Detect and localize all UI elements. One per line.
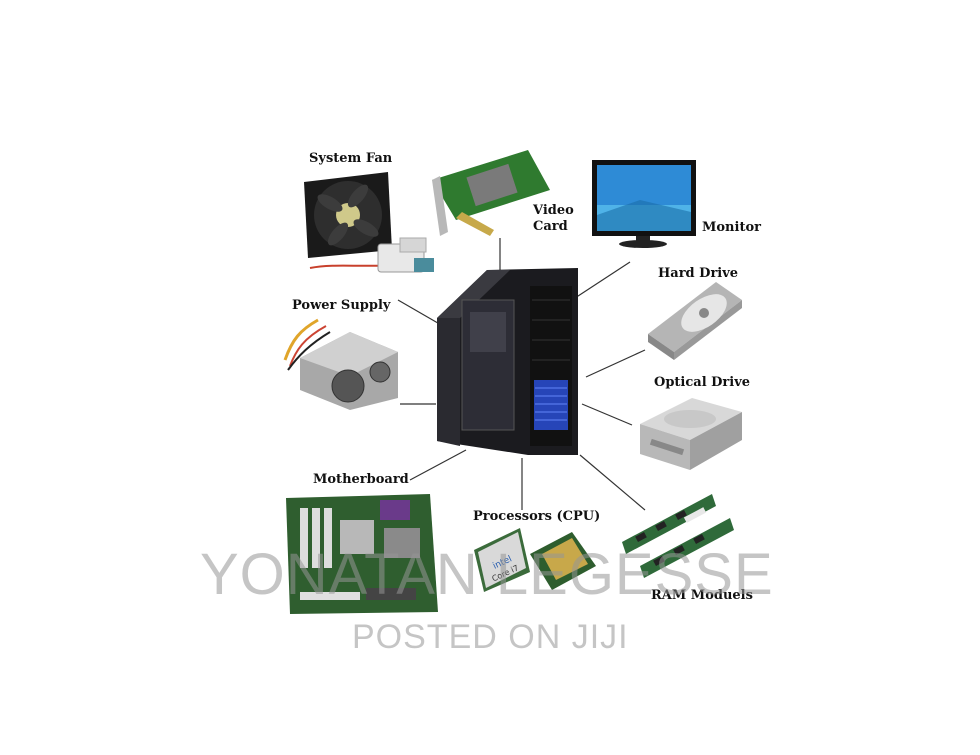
computer-case bbox=[437, 268, 578, 455]
label-monitor: Monitor bbox=[702, 220, 761, 235]
label-power-supply: Power Supply bbox=[292, 298, 391, 313]
label-video-card-line2: Card bbox=[533, 219, 568, 234]
label-processors: Processors (CPU) bbox=[473, 509, 601, 524]
label-optical-drive: Optical Drive bbox=[654, 375, 751, 390]
ram-modules-image bbox=[622, 494, 734, 578]
label-system-fan: System Fan bbox=[309, 151, 393, 166]
label-motherboard: Motherboard bbox=[313, 472, 409, 487]
motherboard-image bbox=[286, 494, 438, 614]
power-supply-image bbox=[283, 318, 398, 410]
label-hard-drive: Hard Drive bbox=[658, 266, 739, 281]
label-ram: RAM Moduels bbox=[651, 588, 753, 603]
watermark-name: YONATAN LEGESSE bbox=[200, 542, 774, 607]
connector-lines bbox=[397, 238, 646, 511]
system-fan-image bbox=[304, 172, 434, 273]
video-card-image bbox=[432, 150, 550, 236]
cpu-images: intel Core i7 bbox=[474, 528, 596, 592]
watermark-posted: POSTED ON JIJI bbox=[352, 618, 629, 656]
label-video-card-line1: Video bbox=[533, 203, 574, 218]
optical-drive-image bbox=[640, 398, 742, 470]
monitor-image bbox=[592, 160, 696, 248]
hard-drive-image bbox=[648, 282, 742, 360]
